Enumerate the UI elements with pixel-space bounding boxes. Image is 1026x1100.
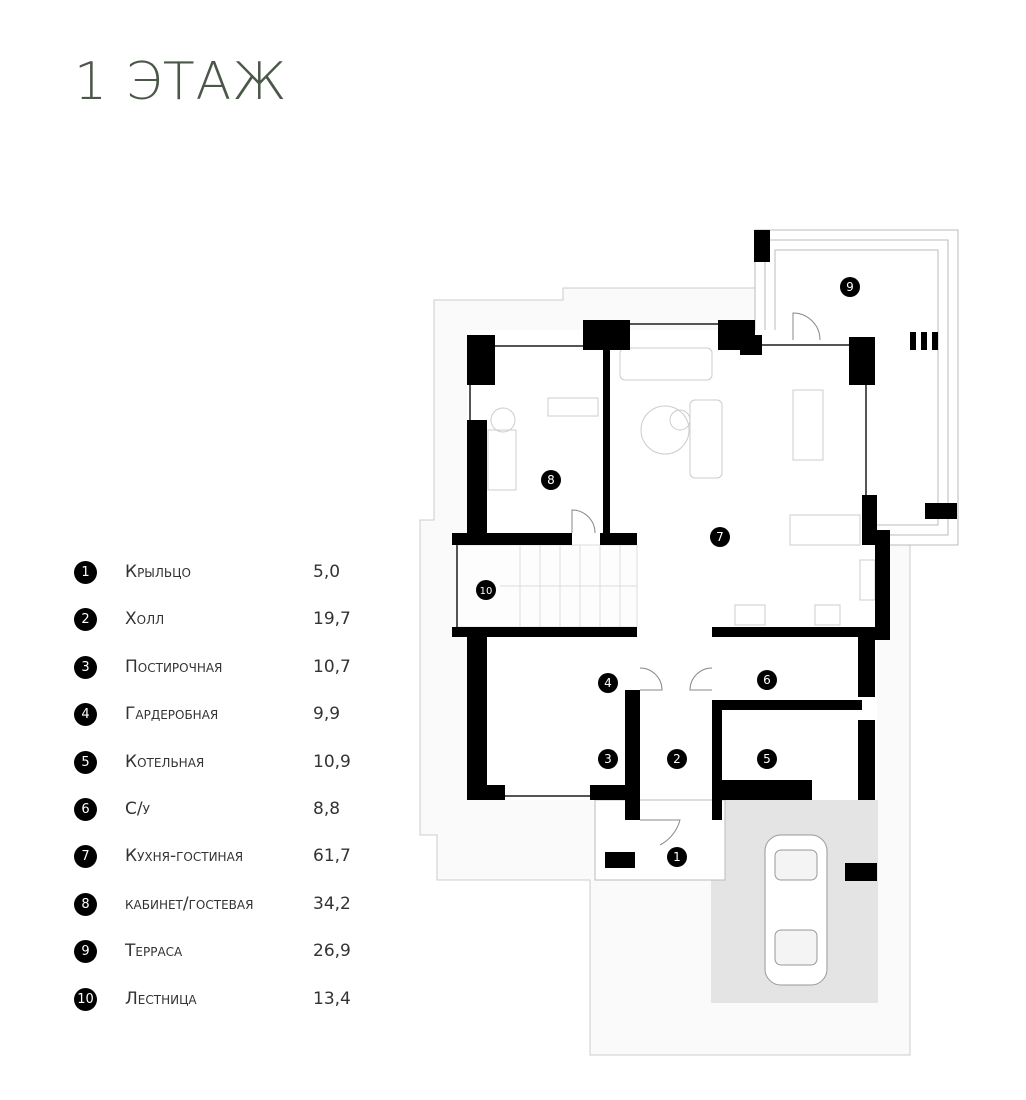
room-number-badge: 5 bbox=[74, 750, 97, 774]
svg-text:8: 8 bbox=[547, 473, 555, 487]
room-area: 10,7 bbox=[313, 656, 351, 677]
room-marker-4: 4 bbox=[598, 673, 618, 693]
room-marker-1: 1 bbox=[667, 847, 687, 867]
room-area: 34,2 bbox=[313, 893, 351, 914]
svg-text:10: 10 bbox=[480, 586, 493, 597]
svg-text:7: 7 bbox=[716, 530, 724, 544]
legend-row: 2 Холл 19,7 bbox=[74, 605, 364, 652]
room-area: 61,7 bbox=[313, 846, 351, 867]
svg-text:3: 3 bbox=[604, 752, 612, 766]
windows bbox=[456, 323, 867, 797]
room-number-badge: 2 bbox=[74, 608, 97, 632]
doors[interactable] bbox=[571, 312, 821, 846]
legend-row: 4 Гардеробная 9,9 bbox=[74, 700, 364, 747]
room-marker-5: 5 bbox=[757, 749, 777, 769]
room-area: 10,9 bbox=[313, 751, 351, 772]
page-title: 1 ЭТАЖ bbox=[74, 52, 288, 112]
room-area: 19,7 bbox=[313, 609, 351, 630]
room-marker-6: 6 bbox=[757, 670, 777, 690]
room-marker-9: 9 bbox=[840, 277, 860, 297]
legend-row: 8 кабинет/гостевая 34,2 bbox=[74, 890, 364, 937]
svg-text:9: 9 bbox=[846, 280, 854, 294]
room-area: 13,4 bbox=[313, 988, 351, 1009]
room-number-badge: 7 bbox=[74, 845, 97, 869]
room-number-badge: 10 bbox=[74, 987, 97, 1011]
room-name: Лестница bbox=[125, 988, 197, 1009]
room-number-badge: 8 bbox=[74, 892, 97, 916]
room-number-badge: 3 bbox=[74, 655, 97, 679]
legend-row: 3 Постирочная 10,7 bbox=[74, 653, 364, 700]
room-name: Кухня-гостиная bbox=[125, 846, 244, 867]
svg-text:6: 6 bbox=[763, 673, 771, 687]
room-name: Гардеробная bbox=[125, 704, 219, 725]
room-marker-8: 8 bbox=[541, 470, 561, 490]
room-name: С/у bbox=[125, 798, 150, 819]
room-marker-3: 3 bbox=[598, 749, 618, 769]
room-area: 9,9 bbox=[313, 704, 341, 725]
room-name: Котельная bbox=[125, 751, 205, 772]
legend-row: 10 Лестница 13,4 bbox=[74, 985, 364, 1032]
svg-text:1: 1 bbox=[673, 850, 681, 864]
room-marker-2: 2 bbox=[667, 749, 687, 769]
legend-row: 9 Терраса 26,9 bbox=[74, 937, 364, 984]
svg-text:5: 5 bbox=[763, 752, 771, 766]
room-legend: 1 Крыльцо 5,0 2 Холл 19,7 3 Постирочная 10,7 4… bbox=[74, 558, 364, 1032]
room-number-badge: 6 bbox=[74, 797, 97, 821]
room-name: Крыльцо bbox=[125, 562, 191, 582]
room-name: Постирочная bbox=[125, 656, 223, 677]
room-name: Холл bbox=[125, 609, 165, 630]
room-name: кабинет/гостевая bbox=[125, 893, 254, 914]
room-markers: 1 2 3 4 5 6 7 8 9 10 bbox=[476, 277, 860, 867]
room-name: Терраса bbox=[125, 941, 183, 962]
legend-row: 6 С/у 8,8 bbox=[74, 795, 364, 842]
room-marker-7: 7 bbox=[710, 527, 730, 547]
car-icon bbox=[764, 834, 828, 986]
svg-text:2: 2 bbox=[673, 752, 681, 766]
room-area: 8,8 bbox=[313, 798, 341, 819]
room-number-badge: 1 bbox=[74, 561, 97, 584]
legend-row: 5 Котельная 10,9 bbox=[74, 748, 364, 795]
room-area: 26,9 bbox=[313, 941, 351, 962]
legend-row: 7 Кухня-гостиная 61,7 bbox=[74, 842, 364, 889]
room-marker-10: 10 bbox=[476, 580, 496, 600]
room-number-badge: 9 bbox=[74, 940, 97, 964]
room-area: 5,0 bbox=[313, 562, 341, 582]
room-number-badge: 4 bbox=[74, 703, 97, 727]
svg-text:4: 4 bbox=[604, 676, 612, 690]
legend-row: 1 Крыльцо 5,0 bbox=[74, 558, 364, 605]
walls bbox=[452, 230, 957, 881]
